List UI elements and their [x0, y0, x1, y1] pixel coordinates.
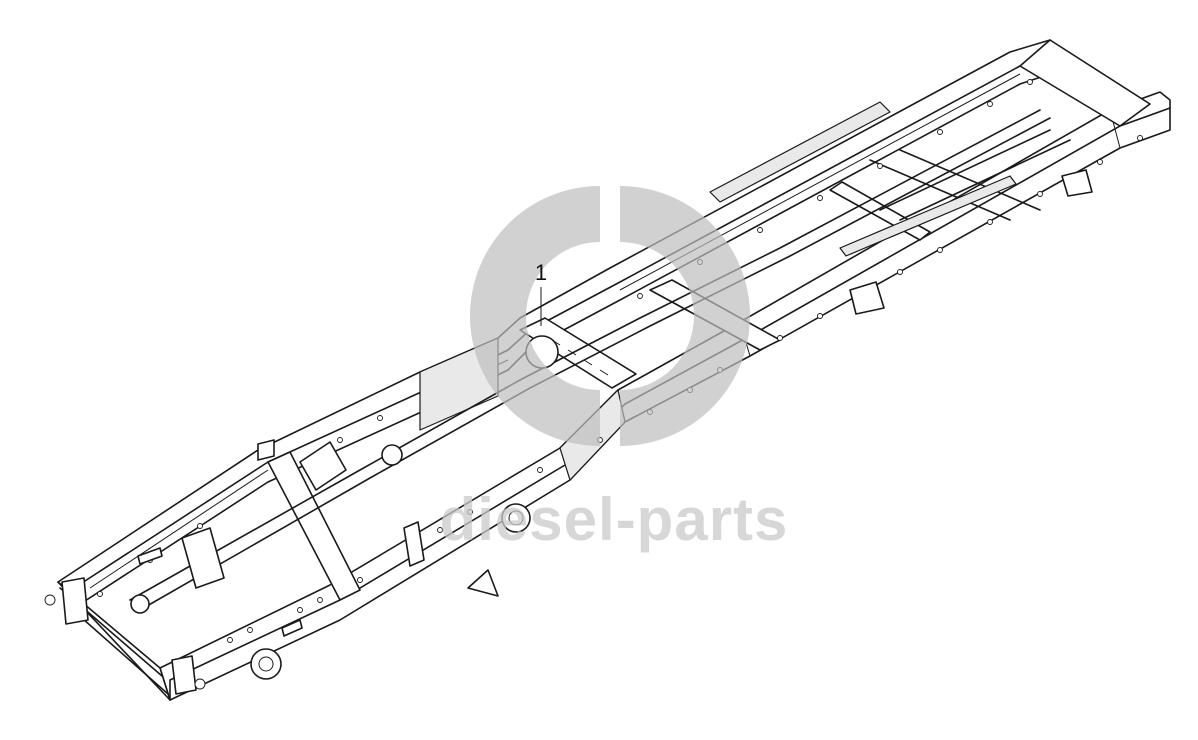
watermark-text: diesel-parts: [440, 486, 789, 553]
watermark: diesel-parts: [440, 186, 789, 553]
reinforcing-strips: [709, 101, 1017, 257]
mounting-holes: [97, 79, 1143, 643]
callout-1: 1: [535, 260, 547, 326]
front-end-hooks: [44, 577, 206, 695]
spring-brackets: [181, 169, 1093, 589]
callout-label: 1: [535, 260, 547, 285]
inner-rails: [129, 109, 1051, 611]
